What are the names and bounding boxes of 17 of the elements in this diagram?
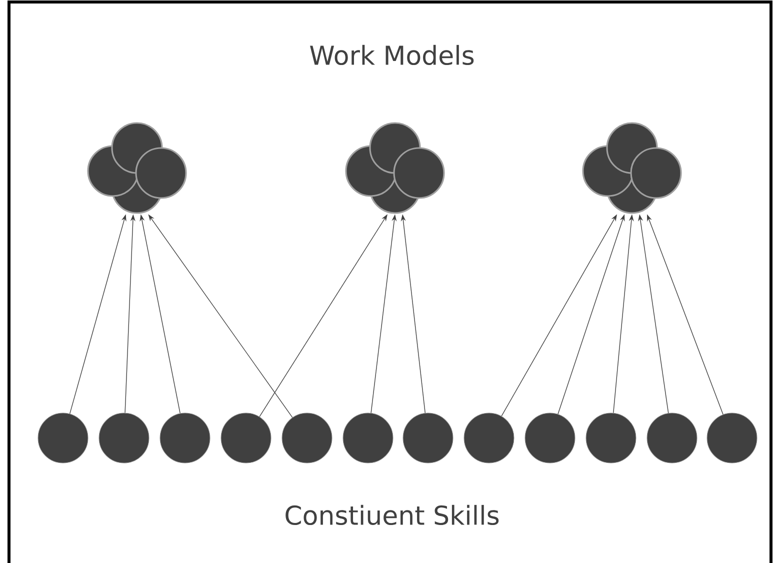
skill-circle [586, 412, 636, 464]
title: Work Models [310, 44, 474, 66]
skill-circle [646, 412, 698, 464]
skill-circle [98, 412, 150, 464]
cluster-drawing [582, 122, 682, 214]
skill-circle [342, 412, 394, 464]
skill-circle [160, 412, 210, 464]
cluster-drawing [345, 122, 445, 214]
skill-circle [220, 412, 272, 464]
caption: Constiuent Skills [286, 504, 499, 526]
skill-circle [706, 412, 758, 464]
skill-circle [282, 412, 332, 464]
skill-circle [38, 412, 88, 464]
skill-circle [464, 412, 514, 464]
skill-circle [402, 412, 454, 464]
skill-circle [524, 412, 576, 464]
cluster-drawing [87, 122, 187, 214]
